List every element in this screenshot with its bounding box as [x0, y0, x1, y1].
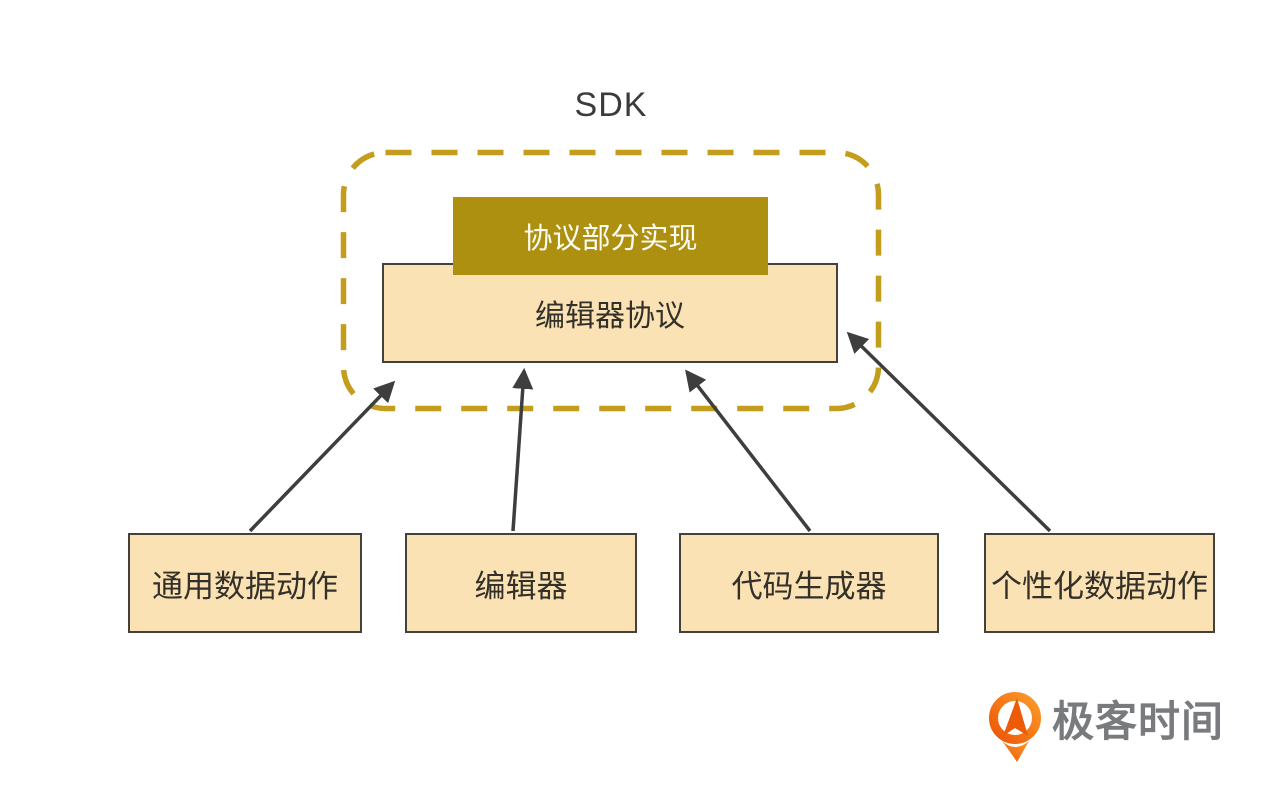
box-editor: 编辑器	[405, 533, 637, 633]
geektime-logo-icon	[989, 692, 1041, 762]
arrow-personalized-data-action	[846, 331, 1052, 533]
box-protocol-partial-impl: 协议部分实现	[453, 197, 768, 275]
box-personalized-data-action: 个性化数据动作	[984, 533, 1215, 633]
sdk-boundary-dashed-border	[340, 149, 882, 412]
sdk-title: SDK	[574, 86, 648, 124]
arrow-generic-data-action	[248, 380, 396, 533]
arrow-code-generator	[685, 369, 812, 533]
geektime-logo: 极客时间	[988, 690, 1224, 768]
geektime-logo-text: 极客时间	[1052, 698, 1225, 745]
arrow-editor	[511, 367, 534, 532]
box-generic-data-action: 通用数据动作	[128, 533, 362, 633]
box-editor-protocol: 编辑器协议	[382, 263, 838, 363]
box-code-generator: 代码生成器	[679, 533, 939, 633]
